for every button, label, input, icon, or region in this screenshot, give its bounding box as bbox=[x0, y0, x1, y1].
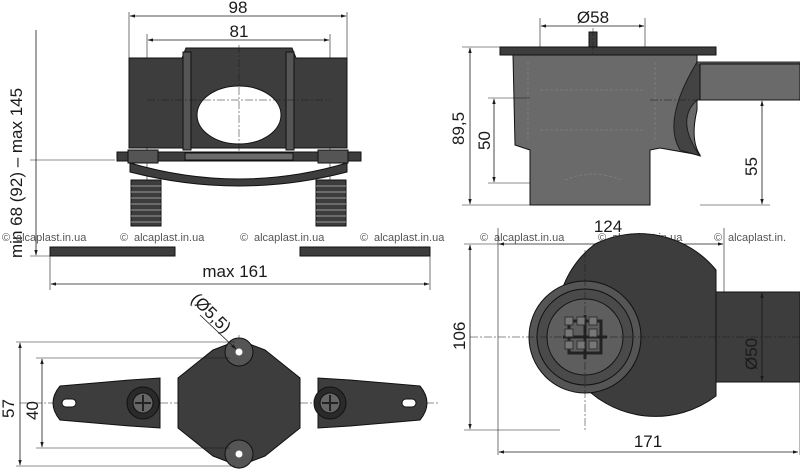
dim-label-81: 81 bbox=[230, 22, 249, 41]
bottom-view: (Ø5,5) 57 40 bbox=[0, 289, 440, 470]
slot-left bbox=[61, 398, 77, 408]
screw-head-right bbox=[313, 386, 347, 420]
drain-grate-plate bbox=[499, 46, 717, 56]
dim-label-89-5: 89,5 bbox=[449, 112, 468, 145]
dim-label-124: 124 bbox=[594, 217, 622, 236]
base-curve bbox=[129, 162, 348, 187]
threaded-foot-right bbox=[315, 179, 347, 227]
dim-label-171: 171 bbox=[634, 432, 662, 451]
front-view: 98 81 min 68 (92) – max bbox=[7, 0, 431, 290]
housing-band-left bbox=[182, 51, 192, 151]
dim-label-98: 98 bbox=[229, 0, 248, 17]
watermark-text: alcaplast.in.ua bbox=[134, 232, 205, 244]
watermark-copyright: © bbox=[598, 232, 606, 244]
watermark-copyright: © bbox=[714, 232, 722, 244]
dim-label-106: 106 bbox=[450, 322, 469, 350]
flange-center bbox=[184, 152, 294, 161]
mount-hole-top bbox=[235, 348, 243, 356]
threaded-foot-left bbox=[130, 179, 162, 227]
dim-label-height-range: min 68 (92) – max 145 bbox=[7, 88, 26, 258]
dim-label-hole: (Ø5,5) bbox=[187, 289, 235, 337]
watermark-text: alcaplast.in.ua bbox=[374, 232, 445, 244]
watermark-copyright: © bbox=[360, 232, 368, 244]
dim-label-55: 55 bbox=[742, 157, 761, 176]
side-view: Ø58 89,5 50 55 bbox=[449, 8, 800, 206]
watermark-text: alcaplast.in.ua bbox=[494, 232, 565, 244]
watermark-copyright: © bbox=[240, 232, 248, 244]
housing-band-right bbox=[285, 51, 295, 151]
base-plate-left bbox=[49, 246, 176, 257]
watermark-copyright: © bbox=[2, 232, 10, 244]
watermark-copyright: © bbox=[120, 232, 128, 244]
mount-hole-bottom bbox=[235, 450, 243, 458]
plan-view: 124 106 Ø50 171 bbox=[450, 217, 800, 455]
dim-label-57: 57 bbox=[0, 399, 18, 418]
dim-label-50-diameter: Ø50 bbox=[742, 338, 761, 370]
dim-label-161: max 161 bbox=[202, 262, 267, 281]
watermark-text: alcaplast.in.ua bbox=[254, 232, 325, 244]
watermark-row: © alcaplast.in.ua © alcaplast.in.ua © al… bbox=[2, 232, 786, 244]
screw-head-left bbox=[126, 386, 160, 420]
dim-label-40: 40 bbox=[23, 401, 42, 420]
watermark-copyright: © bbox=[480, 232, 488, 244]
watermark-text: alcaplast.in. bbox=[728, 232, 786, 244]
base-plate-right bbox=[299, 246, 431, 257]
watermark-text: alcaplast.in.ua bbox=[16, 232, 87, 244]
dim-label-58: Ø58 bbox=[577, 8, 609, 27]
slot-right bbox=[401, 398, 417, 408]
dim-label-50: 50 bbox=[475, 131, 494, 150]
